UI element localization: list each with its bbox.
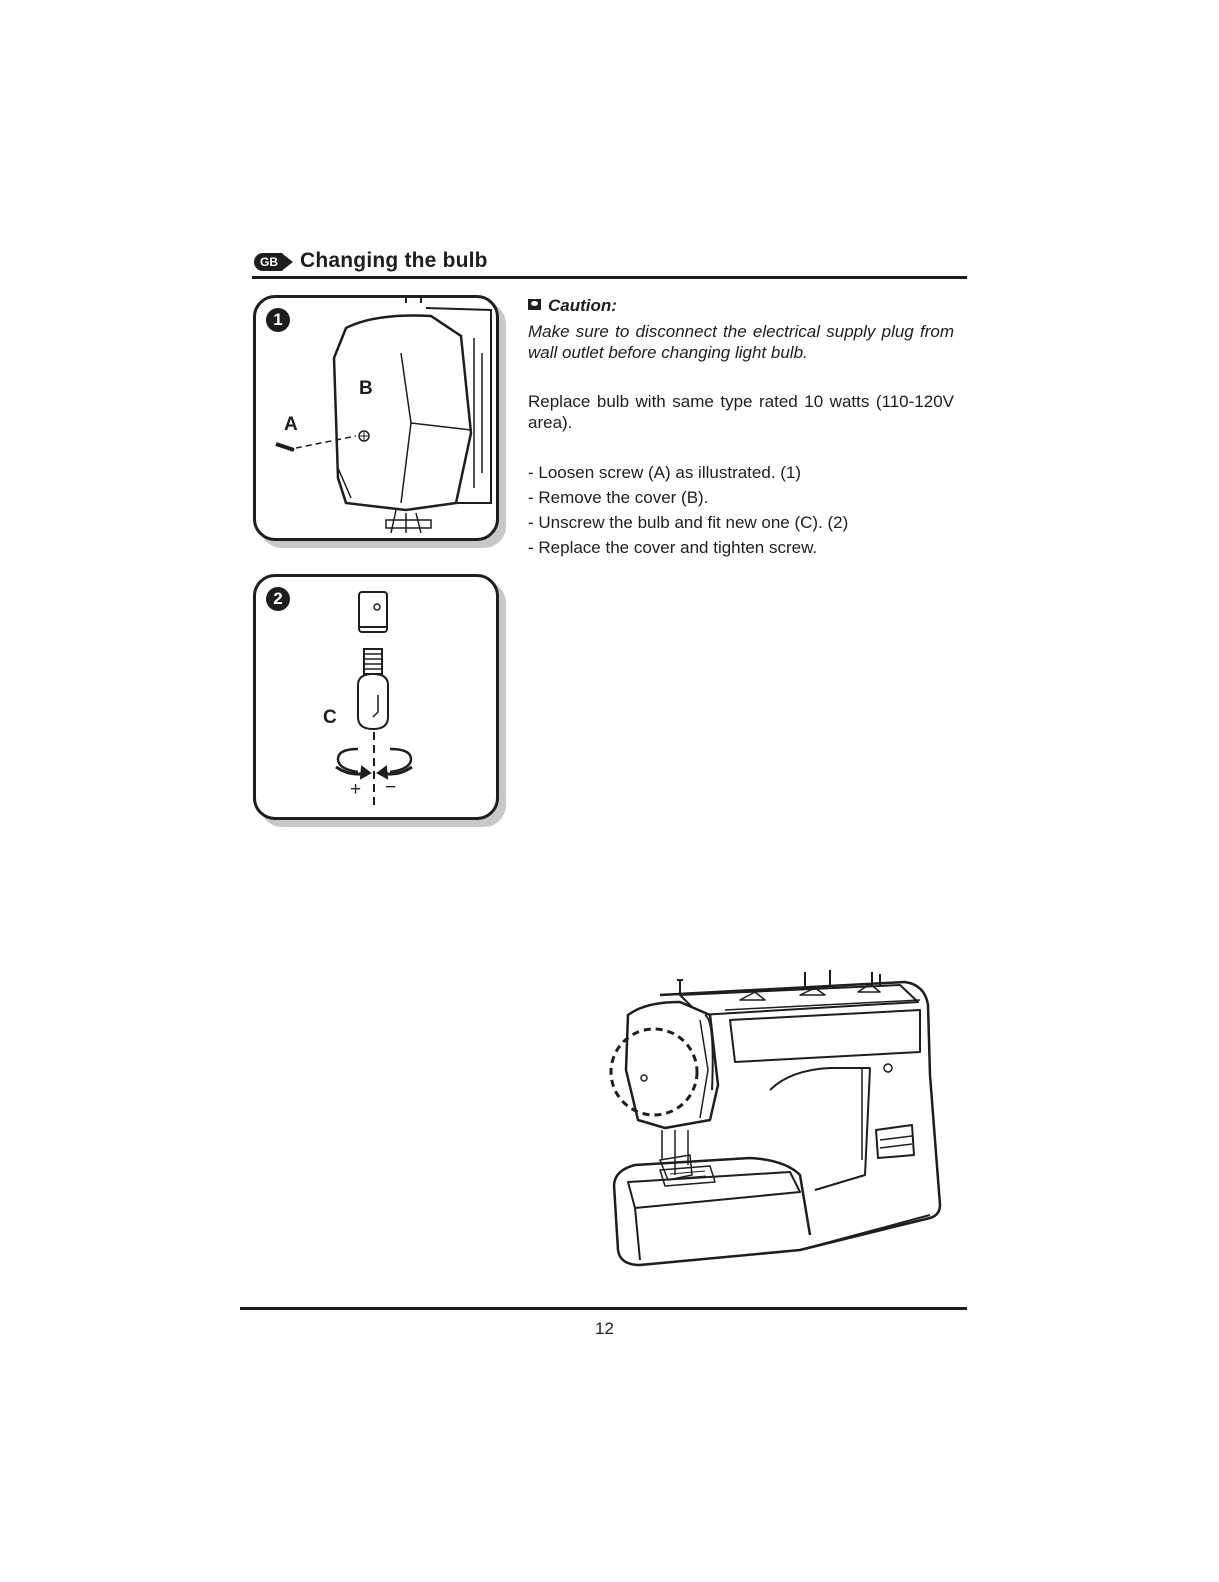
- instruction-step: - Replace the cover and tighten screw.: [528, 538, 818, 557]
- face-cover-illustration: [275, 298, 492, 534]
- figure-1-step-number: 1: [266, 308, 290, 332]
- label-plus: +: [350, 779, 362, 800]
- sewing-machine-illustration: [609, 970, 942, 1267]
- caution-icon: [528, 299, 541, 310]
- label-c: C: [323, 707, 337, 728]
- caution-heading: Caution:: [548, 296, 617, 315]
- footer-divider: [240, 1307, 967, 1310]
- page-title: Changing the bulb: [300, 249, 488, 272]
- intro-paragraph: Replace bulb with same type rated 10 wat…: [528, 392, 954, 432]
- instruction-step: - Loosen screw (A) as illustrated. (1): [528, 463, 802, 482]
- caution-text: Make sure to disconnect the electrical s…: [528, 322, 954, 362]
- label-b: B: [359, 378, 373, 399]
- page-number: 12: [595, 1319, 614, 1338]
- language-badge: GB: [254, 253, 293, 271]
- figure-1-panel: 1 B A: [253, 295, 499, 541]
- instruction-list: - Loosen screw (A) as illustrated. (1) -…: [528, 460, 848, 560]
- figure-2-panel: 2 C + −: [253, 574, 499, 820]
- instruction-step: - Remove the cover (B).: [528, 488, 709, 507]
- header-divider: [252, 276, 967, 279]
- instruction-step: - Unscrew the bulb and fit new one (C). …: [528, 513, 849, 532]
- bulb-illustration: [335, 591, 413, 807]
- label-minus: −: [385, 777, 397, 798]
- label-a: A: [284, 414, 298, 435]
- figure-2-step-number: 2: [266, 587, 290, 611]
